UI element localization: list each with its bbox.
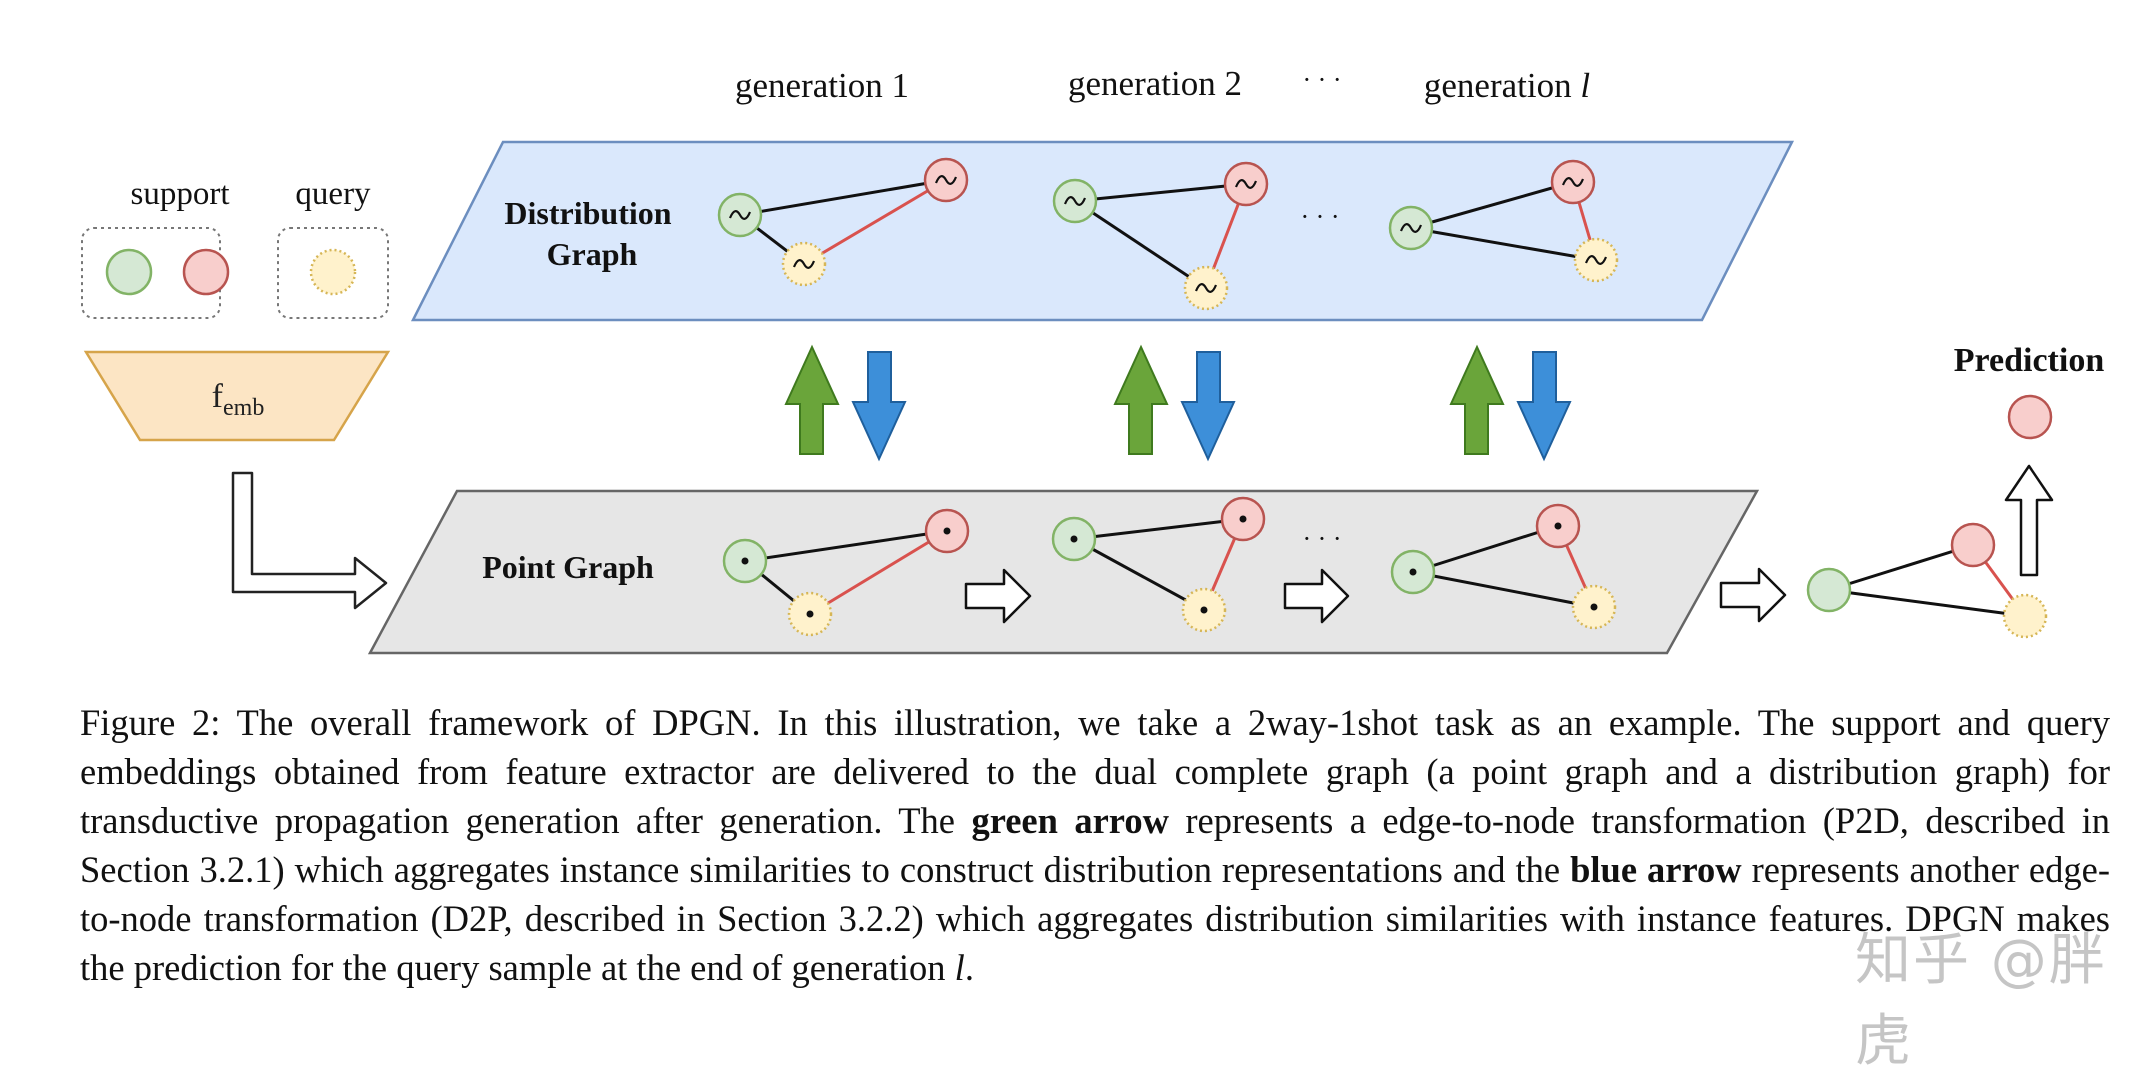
point-step-arrow-1: [964, 568, 1032, 624]
generation-1-label: generation 1: [735, 66, 909, 105]
caption-part-3: represents another edge-to-node transfor…: [80, 849, 2110, 988]
dpgn-framework-figure: generation 1 generation 2 · · · generati…: [81, 64, 2105, 655]
query-label: query: [295, 176, 371, 212]
distribution-graph-label-line2: Graph: [547, 236, 638, 272]
point-to-output-arrow: [1719, 567, 1787, 623]
point-graph-gen1: [722, 508, 970, 637]
caption-var-l: l: [954, 947, 965, 988]
caption-part-1: Figure 2: The overall framework of DPGN.…: [80, 702, 2110, 841]
support-box: [81, 227, 221, 319]
point-graph-plane: [367, 489, 1760, 655]
point-graph-genl: [1390, 503, 1617, 630]
query-node: [309, 248, 357, 296]
d2p-arrow-genl: [1516, 351, 1572, 462]
generation-ellipsis: · · ·: [1303, 65, 1342, 94]
embedding-to-point-arrow: [231, 471, 388, 610]
dist-inner-ellipsis: · · ·: [1301, 202, 1340, 231]
point-graph-gen2: [1051, 496, 1266, 633]
support-red-node: [182, 248, 230, 296]
distribution-graph-plane: [410, 140, 1795, 322]
caption-part-2: represents a edge-to-node transformation…: [80, 800, 2111, 890]
zhihu-watermark: 知乎 @胖虎: [1855, 928, 2107, 1074]
dist-graph-genl: [1388, 159, 1619, 283]
dist-graph-gen2: [1052, 161, 1269, 311]
caption-green-arrow: green arrow: [971, 800, 1169, 841]
dist-graph-gen1: [717, 157, 969, 287]
figure-caption: Figure 2: The overall framework of DPGN.…: [80, 698, 2110, 992]
embedding-module: [83, 350, 391, 442]
d2p-arrow-gen1: [851, 351, 907, 462]
output-graph: [1806, 522, 2048, 639]
support-label: support: [131, 176, 230, 212]
query-box: [277, 227, 389, 319]
point-graph-label: Point Graph: [482, 549, 654, 585]
p2d-arrow-genl: [1449, 344, 1505, 455]
caption-end: .: [964, 947, 974, 988]
distribution-graph-label-line1: Distribution: [504, 195, 671, 231]
p2d-arrow-gen2: [1113, 344, 1169, 455]
prediction-label: Prediction: [1954, 342, 2105, 379]
generation-2-label: generation 2: [1068, 64, 1242, 103]
point-step-arrow-2: [1283, 568, 1350, 624]
embedding-label: femb: [212, 378, 265, 421]
point-inner-ellipsis: · · ·: [1303, 524, 1342, 553]
caption-blue-arrow: blue arrow: [1570, 849, 1742, 890]
generation-l-label: generation l: [1424, 66, 1590, 105]
p2d-arrow-gen1: [784, 344, 840, 455]
support-green-node: [105, 248, 153, 296]
prediction-node: [2007, 394, 2053, 440]
d2p-arrow-gen2: [1180, 351, 1236, 462]
prediction-arrow: [2004, 464, 2054, 577]
